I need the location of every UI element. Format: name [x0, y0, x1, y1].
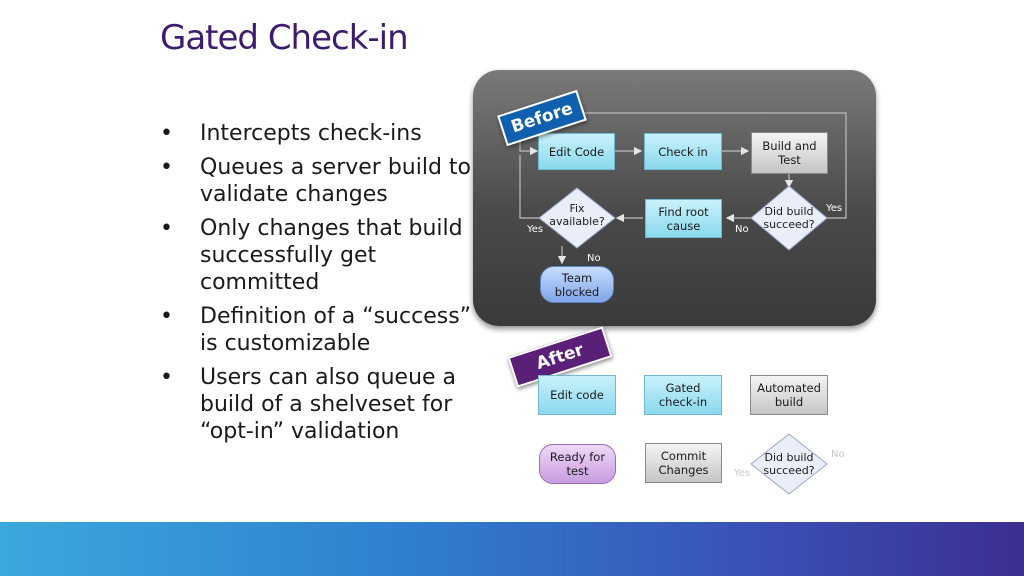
- bullet-item: Only changes that build successfully get…: [160, 215, 480, 296]
- loop-fix-yes: [519, 155, 540, 219]
- before-find-root-node: Find root cause: [645, 199, 722, 238]
- after-gated-checkin-node: Gated check-in: [644, 375, 722, 415]
- fix-yes-label: Yes: [527, 224, 544, 235]
- loop-yes-back: [519, 112, 847, 219]
- after-edit-code-node: Edit code: [538, 375, 616, 415]
- after-ready-for-test-node: Ready for test: [539, 444, 616, 484]
- before-build-test-node: Build and Test: [751, 132, 828, 174]
- before-no-label: No: [735, 224, 749, 235]
- slide-title: Gated Check-in: [160, 18, 409, 58]
- after-did-build-text: Did build succeed?: [763, 451, 815, 477]
- bullet-item: Definition of a “success” is customizabl…: [160, 303, 480, 357]
- bullet-item: Users can also queue a build of a shelve…: [160, 364, 480, 445]
- after-decision-diamond: [750, 433, 828, 495]
- before-team-blocked-node: Team blocked: [540, 266, 614, 303]
- before-edit-code-node: Edit Code: [538, 133, 615, 170]
- footer-band: [0, 522, 1024, 576]
- before-did-build-text: Did build succeed?: [763, 205, 815, 231]
- fix-decision-diamond: [538, 187, 616, 249]
- before-decision-diamond: [750, 185, 828, 251]
- before-check-in-node: Check in: [644, 133, 722, 170]
- bullet-item: Intercepts check-ins: [160, 120, 480, 147]
- after-commit-changes-node: Commit Changes: [645, 443, 722, 483]
- before-fix-available-text: Fix available?: [549, 202, 605, 228]
- bullet-item: Queues a server build to validate change…: [160, 154, 480, 208]
- after-no-label: No: [831, 449, 845, 460]
- after-automated-build-node: Automated build: [750, 375, 828, 415]
- before-yes-label: Yes: [826, 203, 843, 214]
- fix-no-label: No: [587, 253, 601, 264]
- bullet-list: Intercepts check-ins Queues a server bui…: [160, 120, 480, 452]
- after-yes-label: Yes: [734, 468, 751, 479]
